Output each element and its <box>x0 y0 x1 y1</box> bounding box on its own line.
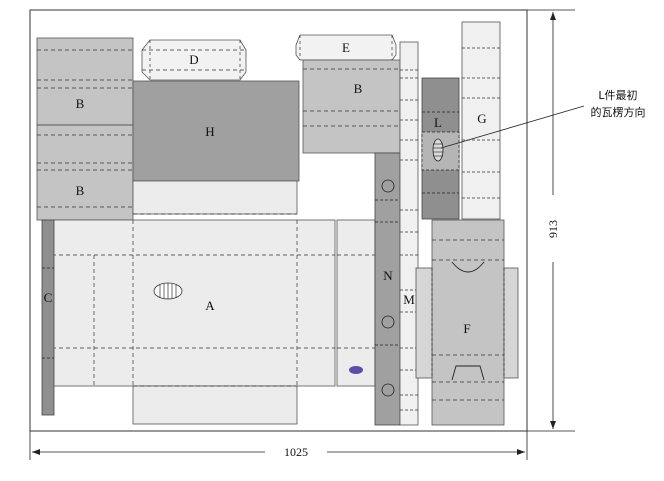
annotation-line2: 的瓦楞方向 <box>591 105 646 119</box>
piece-b-right <box>302 59 401 154</box>
label-e: E <box>342 40 350 55</box>
label-h: H <box>205 124 214 139</box>
piece-h <box>132 80 300 182</box>
piece-m <box>399 41 419 426</box>
piece-n <box>374 152 401 426</box>
label-c: C <box>44 290 53 305</box>
label-b-right: B <box>354 81 363 96</box>
label-a: A <box>205 298 215 313</box>
label-f: F <box>463 321 470 336</box>
label-b-mid: B <box>76 183 85 198</box>
oval-mark <box>349 366 363 374</box>
piece-d <box>141 39 247 81</box>
label-d: D <box>189 52 198 67</box>
label-m: M <box>403 292 415 307</box>
label-g: G <box>477 111 486 126</box>
width-label: 1025 <box>284 445 308 459</box>
piece-b-left <box>36 37 134 221</box>
piece-c <box>41 219 55 416</box>
piece-f <box>415 219 519 426</box>
height-label: 913 <box>546 220 560 238</box>
label-b-top: B <box>76 96 85 111</box>
piece-l <box>421 77 460 220</box>
piece-h-flap <box>132 180 298 215</box>
piece-g <box>461 21 501 220</box>
annotation-line1: L件最初 <box>598 88 637 102</box>
piece-a-side-flap <box>336 219 376 387</box>
height-dimension <box>527 9 575 432</box>
corrugation-mark <box>432 138 444 162</box>
sheet-border <box>29 9 528 432</box>
piece-a <box>51 219 336 425</box>
label-l: L <box>434 115 442 130</box>
width-dimension <box>29 431 528 460</box>
annotation-leader <box>440 105 585 149</box>
label-n: N <box>383 268 393 283</box>
